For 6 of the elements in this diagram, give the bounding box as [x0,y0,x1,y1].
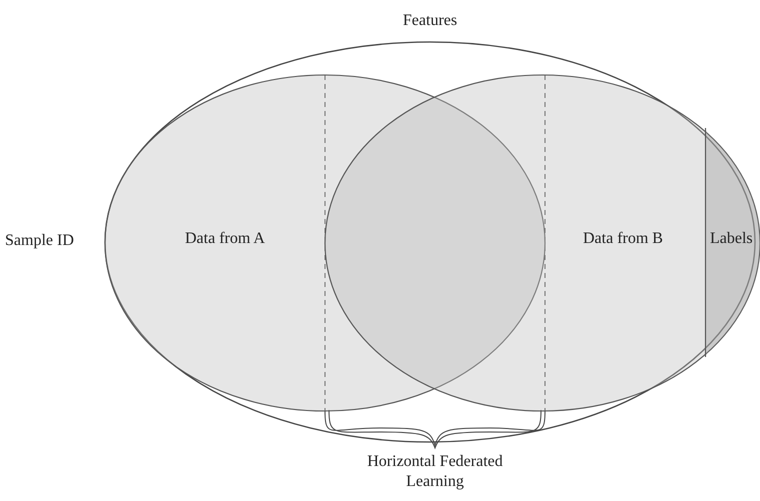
axis-label: Features [402,12,458,30]
set-label: Data from B [583,230,663,248]
set-label: Data from A [185,230,265,248]
set-label: Labels [710,230,753,248]
brace-label: Horizontal Federated Learning [366,452,504,492]
axis-label: Sample ID [5,232,74,250]
